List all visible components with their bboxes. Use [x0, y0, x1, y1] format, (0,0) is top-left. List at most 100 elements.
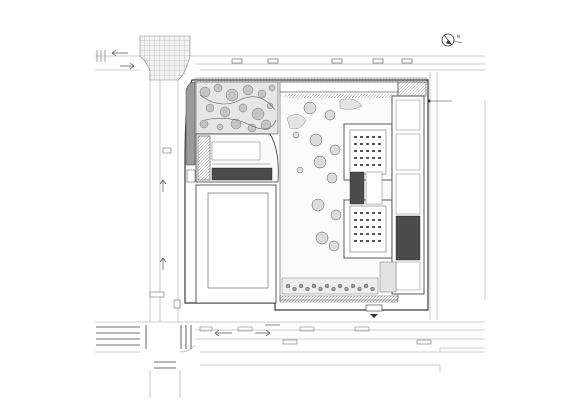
courtyard-tree — [303, 101, 317, 115]
seat-mark — [354, 240, 357, 242]
seat-mark — [360, 164, 363, 166]
seat-mark — [372, 136, 375, 138]
south-shrub — [363, 283, 369, 289]
courtyard-tree — [326, 172, 338, 184]
garden-tree — [199, 86, 211, 98]
seat-mark — [372, 164, 375, 166]
seat-mark — [360, 143, 363, 145]
garden-tree — [225, 88, 239, 102]
seat-mark — [354, 136, 357, 138]
garden-tree — [238, 103, 248, 113]
seat-mark — [378, 136, 381, 138]
seat-mark — [378, 150, 381, 152]
seat-mark — [372, 240, 375, 242]
north-arrow-icon: N — [441, 33, 463, 47]
east-building — [343, 95, 425, 295]
south-shrub — [331, 286, 336, 292]
seat-mark — [378, 143, 381, 145]
courtyard-tree — [324, 109, 336, 121]
garden-tree — [251, 107, 265, 121]
seat-mark — [366, 164, 369, 166]
seat-mark — [372, 212, 375, 214]
south-planting — [281, 277, 379, 295]
south-shrub — [337, 283, 343, 289]
seat-mark — [378, 226, 381, 228]
seat-mark — [360, 212, 363, 214]
north-label: N — [457, 34, 460, 39]
south-shrub — [357, 286, 362, 292]
road-network — [95, 55, 486, 398]
south-road-islands — [199, 326, 370, 332]
seat-mark — [366, 240, 369, 242]
entrance-pavilion — [195, 133, 279, 183]
garden-tree — [199, 119, 209, 129]
street-label-plates — [149, 147, 432, 345]
seat-mark — [378, 233, 381, 235]
courtyard-tree — [311, 198, 325, 212]
seat-mark — [366, 150, 369, 152]
crosswalk-south-vertical — [145, 325, 192, 349]
north-road-markers — [231, 58, 413, 64]
seat-mark — [354, 226, 357, 228]
seat-mark — [360, 226, 363, 228]
seat-mark — [354, 233, 357, 235]
nw-garden — [195, 81, 279, 135]
seat-mark — [366, 157, 369, 159]
seat-mark — [372, 157, 375, 159]
seat-mark — [360, 219, 363, 221]
boundary-wall-top — [194, 77, 428, 83]
courtyard-tree — [330, 209, 342, 221]
courtyard-tree — [315, 231, 329, 245]
garden-tree — [268, 84, 276, 92]
north-building-strip — [279, 81, 399, 93]
seat-mark — [378, 219, 381, 221]
seat-mark — [354, 157, 357, 159]
garden-tree — [205, 103, 215, 113]
garden-tree — [242, 84, 254, 96]
west-entry-marker — [173, 169, 196, 309]
seat-mark — [366, 219, 369, 221]
garden-tree — [266, 102, 274, 110]
seat-mark — [372, 143, 375, 145]
sports-field — [195, 184, 277, 304]
south-shrub — [370, 286, 375, 292]
seat-mark — [360, 240, 363, 242]
ne-corner-block — [397, 81, 427, 97]
south-shrub — [292, 286, 297, 292]
garden-tree — [230, 118, 242, 130]
south-gate — [365, 304, 383, 318]
seat-mark — [372, 219, 375, 221]
seat-mark — [378, 212, 381, 214]
seat-mark — [360, 233, 363, 235]
road-arrows — [111, 49, 280, 337]
garden-tree — [219, 106, 231, 118]
courtyard-tree — [313, 155, 327, 169]
courtyard-tree — [296, 166, 304, 174]
courtyard-tree — [329, 144, 341, 156]
garden-tree — [257, 89, 267, 99]
seat-mark — [378, 164, 381, 166]
seat-mark — [354, 212, 357, 214]
seat-mark — [366, 226, 369, 228]
paved-plaza — [139, 35, 191, 81]
south-shrub — [350, 283, 356, 289]
east-entry-marker — [427, 99, 452, 103]
seat-mark — [354, 143, 357, 145]
seat-mark — [354, 150, 357, 152]
seat-mark — [366, 212, 369, 214]
seat-mark — [372, 226, 375, 228]
garden-tree — [260, 119, 272, 131]
garden-tree — [247, 123, 257, 133]
south-shrub — [285, 283, 291, 289]
west-landscape-strip — [185, 81, 196, 166]
seat-mark — [378, 157, 381, 159]
garden-tree — [213, 83, 223, 93]
seat-mark — [366, 143, 369, 145]
crosswalk-nw — [96, 50, 106, 62]
seat-mark — [360, 157, 363, 159]
south-shrub — [298, 283, 304, 289]
seat-mark — [372, 150, 375, 152]
seat-mark — [366, 136, 369, 138]
crosswalk-south — [96, 326, 176, 369]
